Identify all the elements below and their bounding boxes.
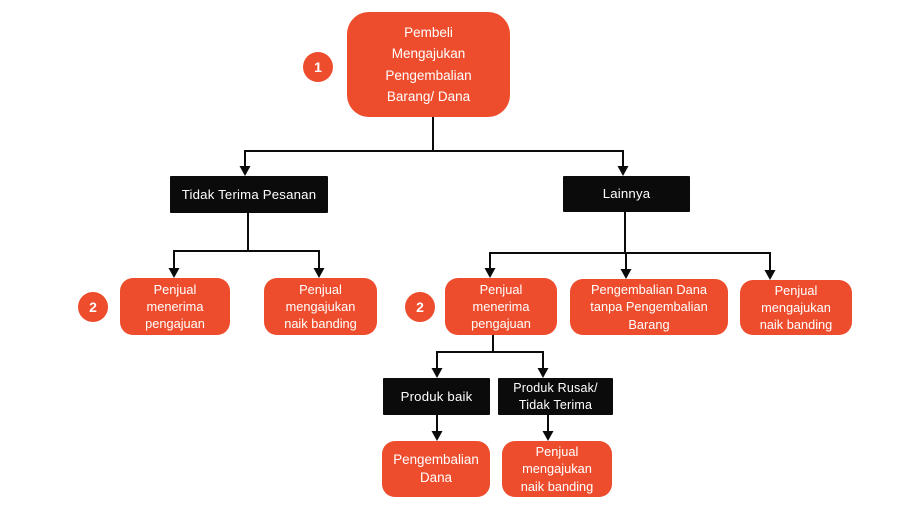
node-left-seller-appeals: Penjual mengajukan naik banding	[264, 278, 377, 335]
node-right-seller-accepts: Penjual menerima pengajuan	[445, 278, 557, 335]
node-left-seller-accepts: Penjual menerima pengajuan	[120, 278, 230, 335]
node-product-damaged: Produk Rusak/ Tidak Terima	[498, 378, 613, 415]
node-right-seller-appeals: Penjual mengajukan naik banding	[740, 280, 852, 335]
node-refund: Pengembalian Dana	[382, 441, 490, 497]
node-refund-without-return: Pengembalian Dana tanpa Pengembalian Bar…	[570, 279, 728, 335]
step-1-badge: 1	[303, 52, 333, 82]
step-2-badge-left: 2	[78, 292, 108, 322]
node-buyer-submits-return: Pembeli Mengajukan Pengembalian Barang/ …	[347, 12, 510, 117]
node-bottom-seller-appeals: Penjual mengajukan naik banding	[502, 441, 612, 497]
node-branch-order-not-received: Tidak Terima Pesanan	[170, 176, 328, 213]
node-product-good: Produk baik	[383, 378, 490, 415]
node-branch-other: Lainnya	[563, 176, 690, 212]
step-2-badge-right: 2	[405, 292, 435, 322]
